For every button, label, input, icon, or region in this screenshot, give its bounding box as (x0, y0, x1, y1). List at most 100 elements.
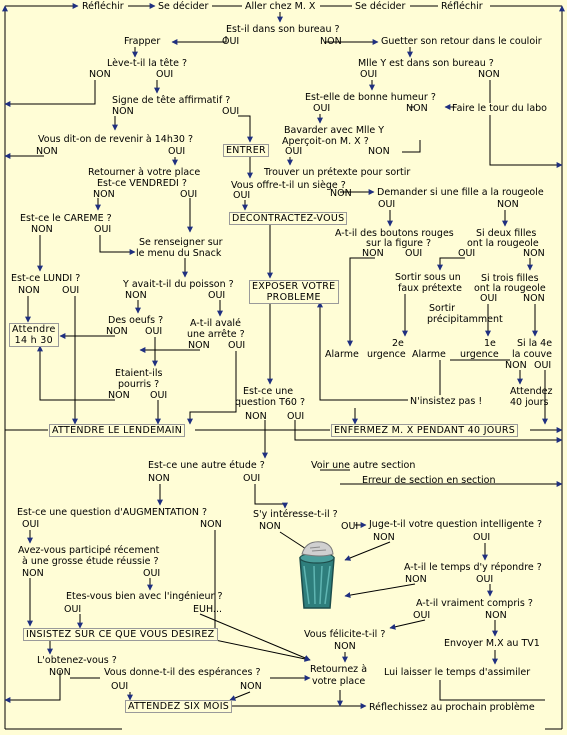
question-boutons-2: sur la figure ? (366, 238, 432, 249)
answer-non: NON (523, 248, 545, 259)
answer-non: NON (405, 574, 427, 585)
answer-non: NON (106, 326, 128, 337)
answer-oui: OUI (413, 610, 431, 621)
question-t60: Est-ce une (243, 386, 294, 397)
answer-non: NON (485, 610, 507, 621)
question-ingenieur: Etes-vous bien avec l'ingénieur ? (66, 591, 223, 602)
connector (99, 235, 136, 255)
answer-oui: OUI (534, 360, 552, 371)
question-lundi: Est-ce LUNDI ? (11, 273, 81, 284)
node-erreur: Erreur de section en section (362, 475, 496, 486)
answer-oui: OUI (222, 36, 240, 47)
trash-bin-icon (299, 541, 335, 609)
answer-non: NON (125, 290, 147, 301)
node-2e-urgence-2: urgence (367, 349, 406, 360)
node-1e-urgence-2: urgence (460, 349, 499, 360)
connector (389, 619, 426, 630)
question-pourris-2: pourris ? (118, 379, 160, 390)
answer-oui: OUI (150, 390, 168, 401)
box-insistez: INSISTEZ SUR CE QUE VOUS DESIREZ (23, 628, 218, 641)
answer-non: NON (108, 390, 130, 401)
question-autre-etude: Est-ce une autre étude ? (148, 460, 265, 471)
answer-non: NON (22, 568, 44, 579)
question-compris: A-t-il vraiment compris ? (416, 598, 533, 609)
answer-oui: OUI (476, 574, 494, 585)
answer-non: NON (89, 69, 111, 80)
node-attendez-40: Attendez (510, 386, 553, 397)
answer-non: NON (112, 106, 134, 117)
question-trois-filles-2: ont la rougeole (474, 283, 546, 294)
answer-non: NON (368, 146, 390, 157)
answer-non: NON (148, 473, 170, 484)
box-six-mois: ATTENDEZ SIX MOIS (125, 700, 233, 713)
question-boutons: A-t-il des boutons rouges (335, 228, 454, 239)
node-snack: Se renseigner sur (139, 237, 223, 248)
node-guetter: Guetter son retour dans le couloir (381, 36, 542, 47)
answer-oui: OUI (480, 293, 498, 304)
top-aller-chez: Aller chez M. X (245, 1, 316, 12)
node-pretexte: Trouver un prétexte pour sortir (264, 167, 411, 178)
question-poisson: Y avait-t-il du poisson ? (123, 279, 234, 290)
answer-non: NON (31, 224, 53, 235)
node-bavarder: Bavarder avec Mlle Y (284, 125, 384, 136)
question-arrete-2: une arrête ? (187, 329, 245, 340)
node-assimiler: Lui laisser le temps d'assimiler (384, 667, 531, 678)
node-attendez-40-2: 40 jours (510, 397, 549, 408)
question-deux-filles-2: ont la rougeole (467, 238, 539, 249)
question-signe-tete: Signe de tête affirmatif ? (112, 95, 231, 106)
connector (439, 680, 545, 701)
top-reflechir-right: Réfléchir (441, 1, 483, 12)
answer-non: NON (497, 199, 519, 210)
node-reflechissez: Réflechissez au prochain problème (369, 702, 535, 713)
answer-oui: OUI (378, 199, 396, 210)
node-alarme-left: Alarme (325, 349, 359, 360)
question-mlle-y-bureau: Mlle Y est dans son bureau ? (358, 58, 494, 69)
box-enfermez: ENFERMEZ M. X PENDANT 40 JOURS (331, 424, 519, 437)
connector (171, 36, 227, 45)
connector (402, 140, 421, 153)
node-retournez: Retournez à (310, 664, 368, 675)
node-frapper: Frapper (124, 36, 161, 47)
question-bonne-humeur: Est-elle de bonne humeur ? (305, 92, 436, 103)
connector (347, 257, 375, 347)
answer-non: NON (259, 521, 281, 532)
answer-oui: OUI (111, 681, 129, 692)
question-leve-tete: Lève-t-il la tête ? (107, 58, 187, 69)
answer-oui: OUI (243, 473, 261, 484)
question-quatre-2: la couve (512, 349, 553, 360)
question-intelligente: Juge-t-il votre question intelligente ? (369, 519, 543, 530)
box-entrer: ENTRER (223, 144, 269, 157)
answer-oui: OUI (222, 106, 240, 117)
node-sortir-faux-2: faux prétexte (398, 283, 462, 294)
top-se-decider-left: Se décider (158, 1, 209, 12)
answer-oui: OUI (143, 568, 161, 579)
connector (344, 541, 391, 561)
question-trois-filles: Si trois filles (481, 273, 539, 284)
answer-oui: OUI (360, 69, 378, 80)
top-se-decider-right: Se décider (355, 1, 406, 12)
connector (294, 420, 563, 443)
answer-non: NON (478, 69, 500, 80)
node-retournez-2: votre place (312, 676, 366, 687)
connector (187, 351, 237, 425)
connector (229, 691, 251, 701)
node-insistez-pas: N'insistez pas ! (410, 396, 483, 407)
connector (238, 115, 253, 143)
answer-oui: OUI (228, 340, 246, 351)
answer-oui: OUI (473, 532, 491, 543)
connector (344, 583, 416, 599)
node-snack-2: le menu du Snack (136, 248, 222, 259)
question-apercoit: Aperçoit-on M. X ? (282, 136, 369, 147)
answer-non: NON (245, 411, 267, 422)
connector (199, 613, 311, 661)
node-voir-autre: Voir une autre section (311, 460, 416, 471)
answer-oui: OUI (285, 146, 303, 157)
question-t60-2: question T60 ? (235, 397, 306, 408)
answer-oui: OUI (64, 604, 82, 615)
box-exposer-line1: EXPOSER VOTRE (252, 281, 336, 292)
answer-oui: OUI (458, 248, 476, 259)
answer-non: NON (406, 103, 428, 114)
answer-non: NON (36, 146, 58, 157)
node-2e-urgence: 2e (392, 338, 404, 349)
